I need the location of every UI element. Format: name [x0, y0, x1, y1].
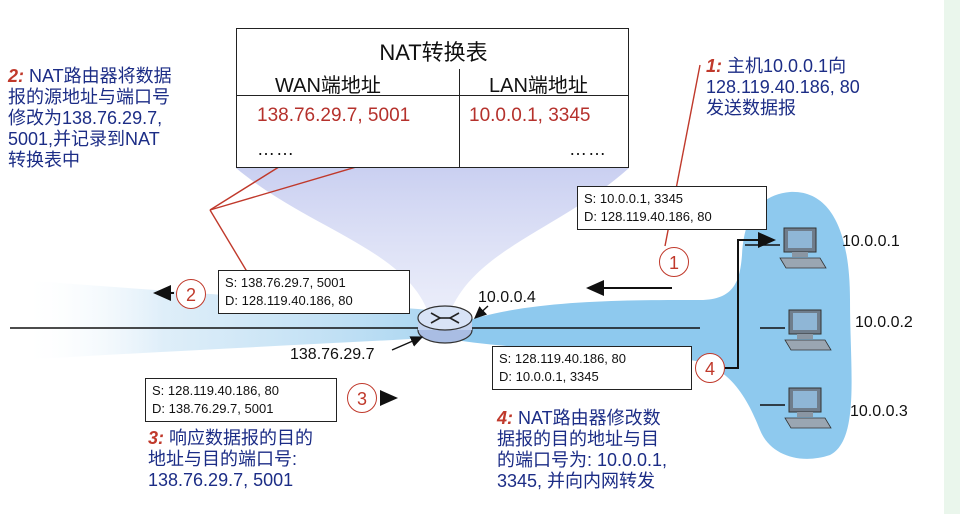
note-step-4-text: NAT路由器修改数 据报的目的地址与目 的端口号为: 10.0.0.1, 334…: [497, 408, 668, 491]
router-lan-address: 10.0.0.4: [478, 289, 536, 306]
lan-network-area: [455, 191, 852, 459]
note-step-4-label: 4:: [497, 408, 514, 428]
nat-router-icon: [417, 305, 473, 344]
packet-step-2: S: 138.76.29.7, 5001 D: 128.119.40.186, …: [218, 270, 410, 314]
note-step-2: 2: NAT路由器将数据 报的源地址与端口号 修改为138.76.29.7, 5…: [8, 66, 233, 171]
step-2-circle: 2: [176, 279, 206, 309]
packet-1-destination: D: 128.119.40.186, 80: [584, 209, 712, 224]
host3-address: 10.0.0.3: [850, 403, 908, 420]
note-step-3: 3: 响应数据报的目的 地址与目的端口号: 138.76.29.7, 5001: [148, 428, 388, 491]
wan-link-glow: [20, 280, 430, 360]
ip-wan-pointer: [391, 336, 424, 351]
nat-wan-dots: ……: [257, 139, 295, 159]
nat-table-fan: [236, 168, 629, 318]
packet-step-3: S: 128.119.40.186, 80 D: 138.76.29.7, 50…: [145, 378, 337, 422]
step-1-circle: 1: [659, 247, 689, 277]
note-step-3-label: 3:: [148, 428, 165, 448]
nat-translation-table: NAT转换表 WAN端地址 LAN端地址 138.76.29.7, 5001 1…: [236, 28, 629, 168]
note-step-1-text: 主机10.0.0.1向 128.119.40.186, 80 发送数据报: [706, 56, 860, 118]
packet-3-source: S: 128.119.40.186, 80: [152, 383, 279, 398]
step-3-circle: 3: [347, 383, 377, 413]
packet-step-4: S: 128.119.40.186, 80 D: 10.0.0.1, 3345: [492, 346, 692, 390]
host2-address: 10.0.0.2: [855, 314, 913, 331]
host2-computer-icon: [784, 309, 832, 351]
packet-step-1: S: 10.0.0.1, 3345 D: 128.119.40.186, 80: [577, 186, 767, 230]
note-step-1-label: 1:: [706, 56, 723, 76]
packet-2-source: S: 138.76.29.7, 5001: [225, 275, 346, 290]
ip-lan-pointer: [473, 305, 489, 319]
note-step-2-text: NAT路由器将数据 报的源地址与端口号 修改为138.76.29.7, 5001…: [8, 66, 172, 170]
step-4-circle: 4: [695, 353, 725, 383]
host3-computer-icon: [784, 387, 832, 429]
packet-4-destination: D: 10.0.0.1, 3345: [499, 369, 599, 384]
note-step-1: 1: 主机10.0.0.1向 128.119.40.186, 80 发送数据报: [706, 56, 936, 119]
host1-computer-icon: [779, 227, 827, 269]
nat-table-title: NAT转换表: [379, 40, 488, 65]
host1-address: 10.0.0.1: [842, 233, 900, 250]
nat-wan-value: 138.76.29.7, 5001: [257, 105, 411, 126]
nat-table-column-divider: [459, 69, 460, 167]
note-step-4: 4: NAT路由器修改数 据报的目的地址与目 的端口号为: 10.0.0.1, …: [497, 408, 737, 492]
packet-4-source: S: 128.119.40.186, 80: [499, 351, 626, 366]
flow-arrow-4: [725, 232, 776, 369]
nat-col-lan: LAN端地址: [489, 75, 588, 97]
nat-col-wan: WAN端地址: [275, 75, 381, 97]
packet-3-destination: D: 138.76.29.7, 5001: [152, 401, 274, 416]
note-step-3-text: 响应数据报的目的 地址与目的端口号: 138.76.29.7, 5001: [148, 428, 314, 490]
nat-table-divider: [237, 95, 628, 96]
right-edge-strip: [944, 0, 960, 514]
nat-lan-dots: ……: [569, 139, 607, 159]
packet-2-destination: D: 128.119.40.186, 80: [225, 293, 353, 308]
note-step-2-label: 2:: [8, 66, 25, 86]
nat-lan-value: 10.0.0.1, 3345: [469, 105, 591, 126]
packet-1-source: S: 10.0.0.1, 3345: [584, 191, 684, 206]
router-wan-address: 138.76.29.7: [290, 346, 375, 363]
